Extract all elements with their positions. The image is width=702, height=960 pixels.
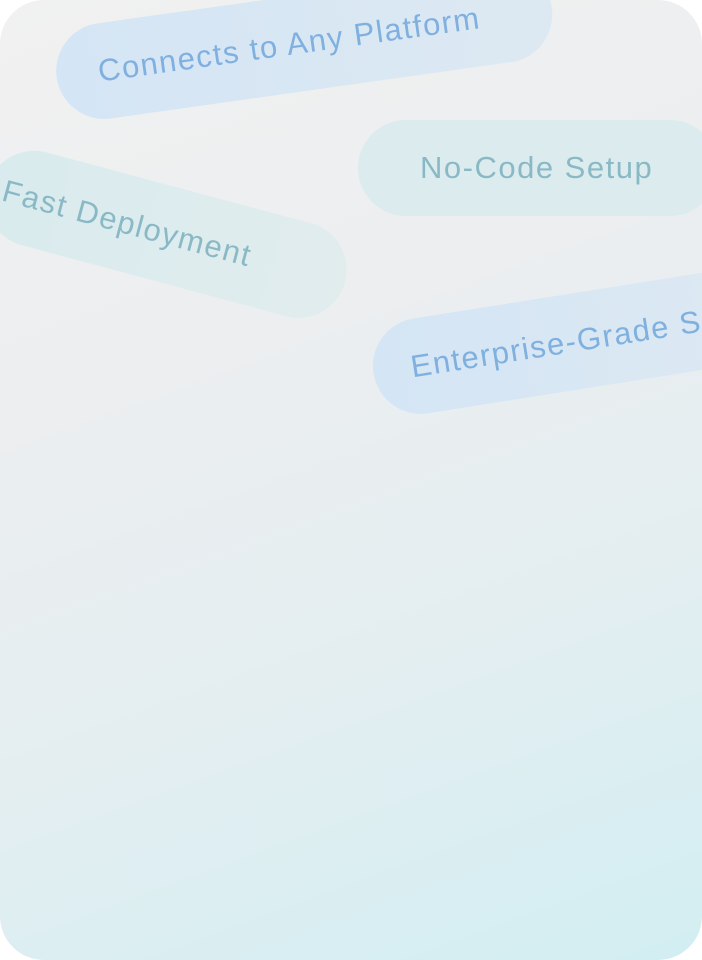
tag-fast-deployment: Fast Deployment	[0, 140, 358, 329]
tag-label: Fast Deployment	[0, 173, 256, 274]
tag-label: Enterprise-Grade S	[408, 303, 702, 385]
tag-connects-to-any-platform: Connects to Any Platform	[50, 0, 559, 126]
tag-label: Connects to Any Platform	[95, 0, 483, 89]
tag-enterprise-grade: Enterprise-Grade S	[366, 263, 702, 421]
tag-label: No-Code Setup	[420, 150, 654, 185]
tag-no-code-setup: No-Code Setup	[358, 120, 702, 216]
